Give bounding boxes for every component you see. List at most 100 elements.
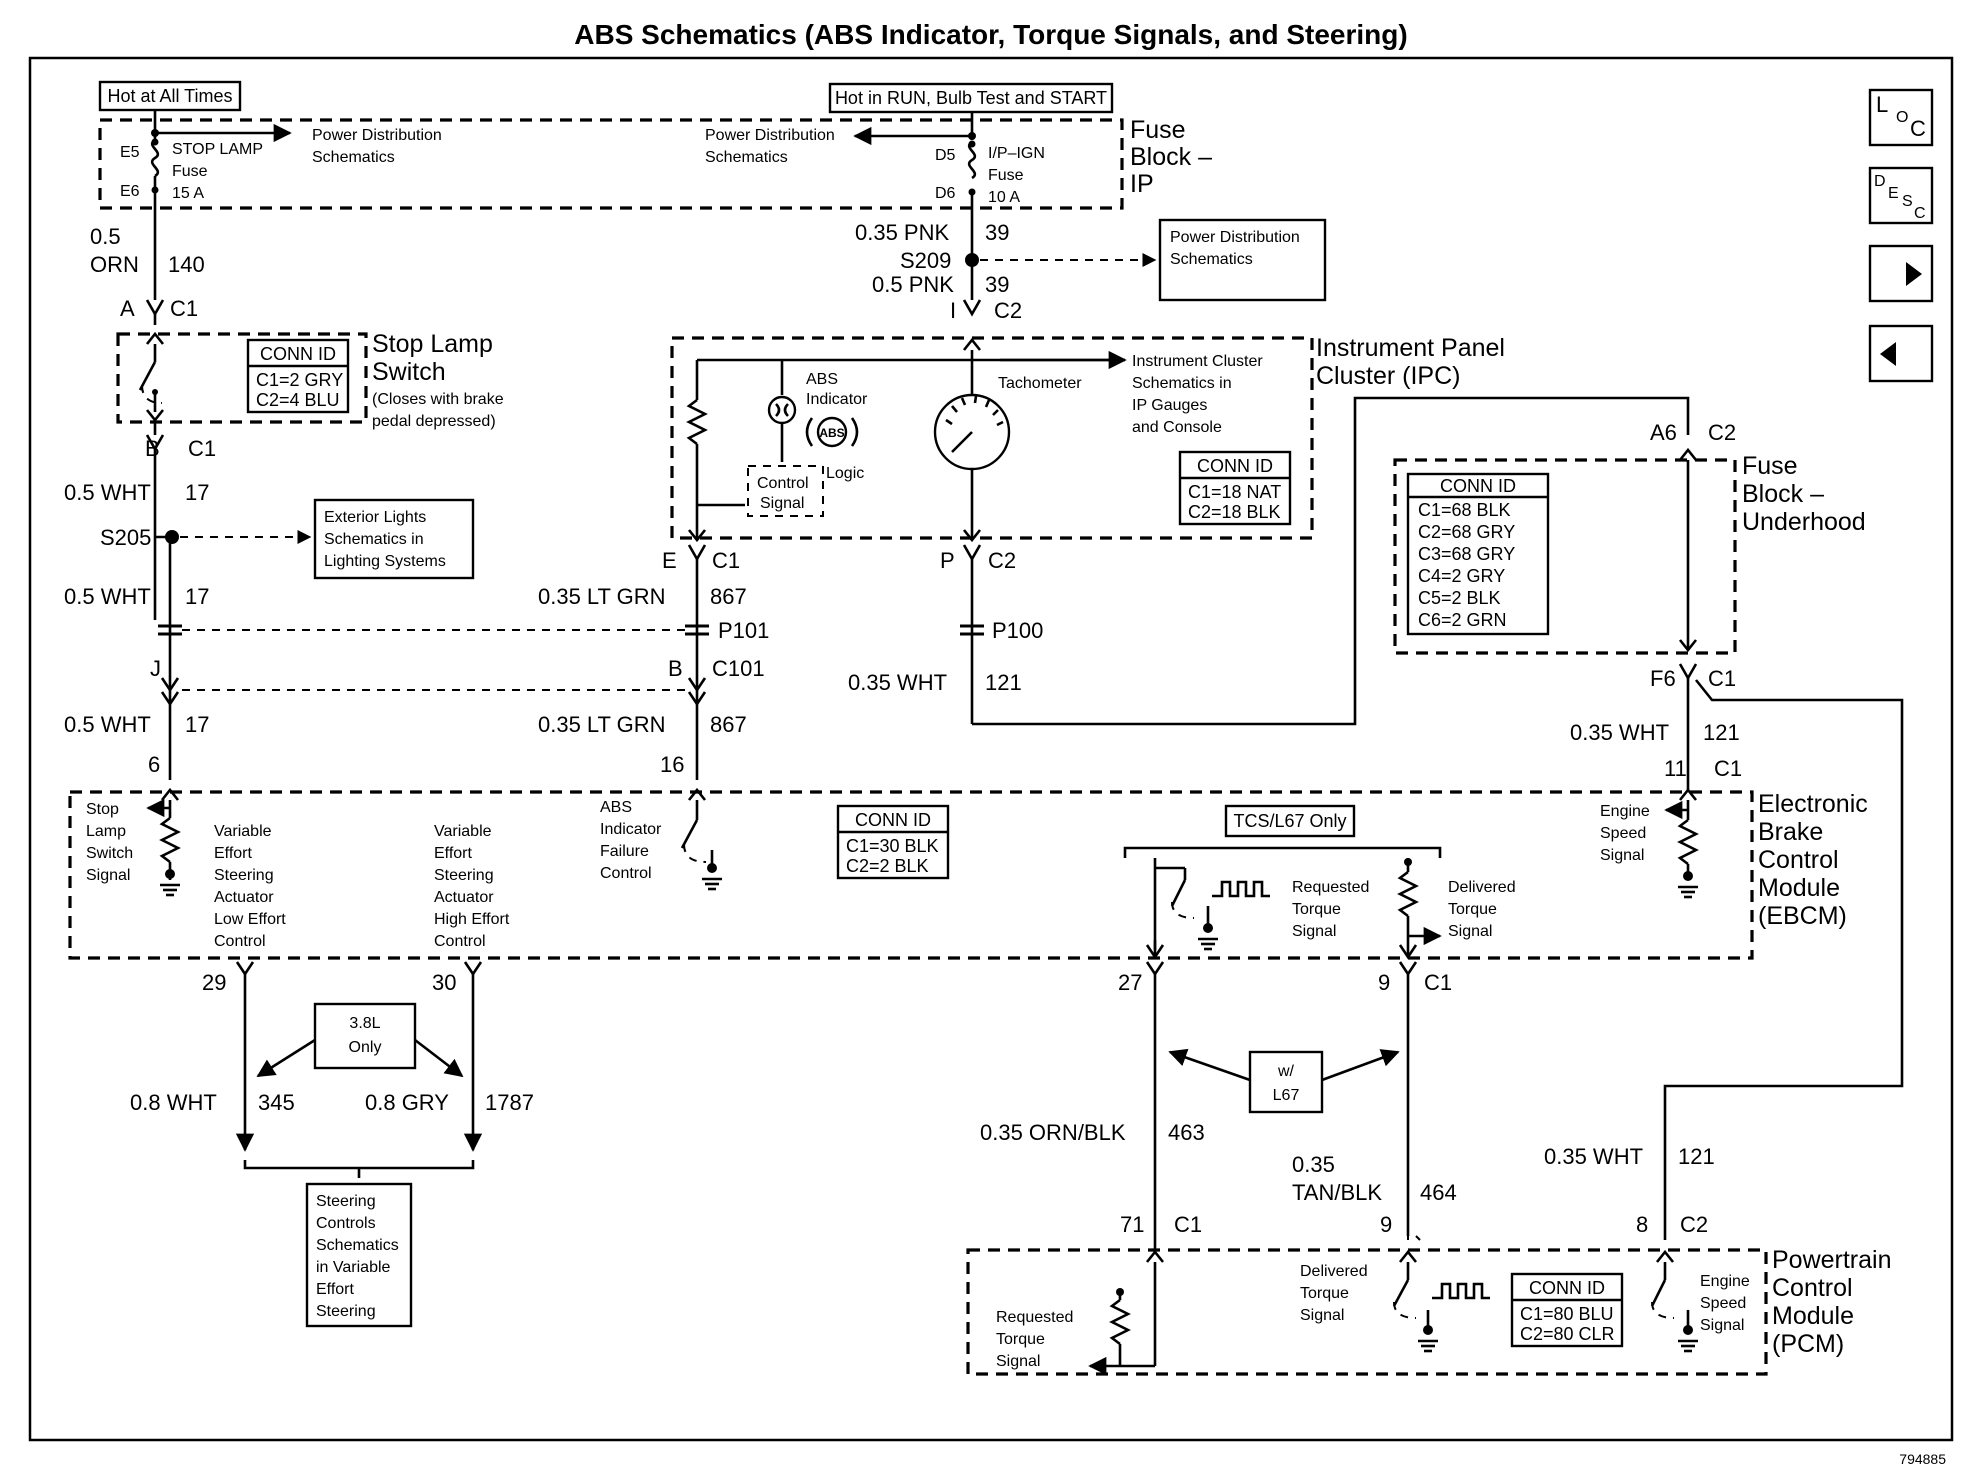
ground-icon [1418,1325,1438,1353]
svg-text:(Closes with brake: (Closes with brake [372,391,504,408]
svg-text:39: 39 [985,272,1009,297]
svg-text:ABS: ABS [819,426,844,440]
svg-text:C2: C2 [994,298,1022,323]
hot-at-all-times-label: Hot at All Times [107,86,232,106]
svg-text:Delivered: Delivered [1300,1263,1368,1280]
ground-icon [702,863,722,891]
svg-text:0.5 PNK: 0.5 PNK [872,272,954,297]
previous-arrow-icon[interactable] [1868,324,1934,383]
ground-icon [160,869,180,897]
svg-text:C101: C101 [712,656,765,681]
steering-controls-box[interactable] [305,1182,413,1328]
svg-text:16: 16 [660,752,684,777]
svg-text:Speed: Speed [1700,1295,1746,1312]
location-icon[interactable]: L O C [1868,88,1934,147]
svg-text:0.35 LT GRN: 0.35 LT GRN [538,584,666,609]
power-distribution-box[interactable]: Power Distribution Schematics [1158,218,1327,302]
svg-text:Schematics in: Schematics in [324,531,424,548]
svg-text:29: 29 [202,970,226,995]
svg-text:Variable: Variable [214,823,272,840]
svg-text:3.8L: 3.8L [349,1015,380,1032]
svg-text:C2=18 BLK: C2=18 BLK [1188,502,1281,522]
svg-text:0.5: 0.5 [90,224,121,249]
svg-text:Signal: Signal [1300,1307,1344,1324]
svg-text:10 A: 10 A [988,189,1020,206]
svg-text:C1=2 GRY: C1=2 GRY [256,370,343,390]
svg-text:0.5 WHT: 0.5 WHT [64,712,151,737]
svg-text:Fuse: Fuse [1742,452,1798,480]
svg-text:C2: C2 [1708,420,1736,445]
svg-text:0.35: 0.35 [1292,1152,1335,1177]
svg-text:CONN ID: CONN ID [1197,456,1273,476]
svg-text:C1=30 BLK: C1=30 BLK [846,836,939,856]
svg-text:IP: IP [1130,170,1154,198]
stop-lamp-fuse-icon [150,138,160,178]
svg-text:F6: F6 [1650,666,1676,691]
svg-text:C1: C1 [1174,1212,1202,1237]
description-icon[interactable]: D E S C [1868,166,1934,225]
stop-lamp-switch: CONN ID C1=2 GRY C2=4 BLU Stop Lamp Swit… [116,330,504,430]
svg-text:(EBCM): (EBCM) [1758,902,1847,930]
svg-text:Engine: Engine [1700,1273,1750,1290]
svg-text:Engine: Engine [1600,803,1650,820]
svg-text:Signal: Signal [760,495,804,512]
svg-text:867: 867 [710,712,747,737]
svg-text:S209: S209 [900,248,951,273]
svg-text:E6: E6 [120,183,140,200]
fuse-block-underhood: A6 C2 Fuse Block – Underhood CONN ID C1=… [1393,420,1866,655]
svg-text:I: I [950,298,956,323]
svg-text:Control: Control [600,865,652,882]
svg-text:Lighting Systems: Lighting Systems [324,553,446,570]
svg-text:C1=80 BLU: C1=80 BLU [1520,1304,1614,1324]
svg-text:ABS: ABS [600,799,632,816]
svg-text:0.35 WHT: 0.35 WHT [1570,720,1669,745]
svg-text:pedal depressed): pedal depressed) [372,413,496,430]
hot-in-run-label: Hot in RUN, Bulb Test and START [835,88,1107,108]
svg-text:ORN: ORN [90,252,139,277]
svg-text:Schematics: Schematics [705,149,788,166]
svg-text:Control: Control [434,933,486,950]
svg-text:C3=68 GRY: C3=68 GRY [1418,544,1515,564]
instrument-panel-cluster: Instrument Panel Cluster (IPC) ABS Indic… [670,334,1505,543]
svg-text:463: 463 [1168,1120,1205,1145]
svg-text:C1: C1 [1424,970,1452,995]
svg-text:8: 8 [1636,1212,1648,1237]
svg-text:CONN ID: CONN ID [1529,1278,1605,1298]
svg-text:Failure: Failure [600,843,649,860]
svg-text:Tachometer: Tachometer [998,375,1082,392]
svg-text:Signal: Signal [1700,1317,1744,1334]
svg-text:A: A [120,296,135,321]
next-arrow-icon[interactable] [1868,244,1934,303]
svg-text:Effort: Effort [214,845,253,862]
svg-text:121: 121 [1703,720,1740,745]
svg-text:0.8 WHT: 0.8 WHT [130,1090,217,1115]
svg-text:17: 17 [185,480,209,505]
svg-text:17: 17 [185,584,209,609]
svg-text:S205: S205 [100,525,151,550]
svg-text:Switch: Switch [372,358,446,386]
svg-text:71: 71 [1120,1212,1144,1237]
svg-text:Stop Lamp: Stop Lamp [372,330,493,358]
svg-text:C6=2 GRN: C6=2 GRN [1418,610,1507,630]
svg-text:Fuse: Fuse [1130,116,1186,144]
exterior-lights-box[interactable]: Exterior Lights Schematics in Lighting S… [313,498,475,580]
svg-text:D6: D6 [935,185,956,202]
svg-text:0.5 WHT: 0.5 WHT [64,480,151,505]
svg-text:Requested: Requested [996,1309,1073,1326]
svg-text:Block –: Block – [1742,480,1824,508]
svg-text:Logic: Logic [826,465,864,482]
svg-text:Torque: Torque [1448,901,1497,918]
svg-text:Electronic: Electronic [1758,790,1868,818]
svg-text:Instrument Panel: Instrument Panel [1316,334,1505,362]
svg-text:E: E [1888,185,1899,202]
svg-text:L: L [1876,92,1888,117]
svg-text:in Variable: in Variable [316,1259,391,1276]
svg-text:15 A: 15 A [172,185,204,202]
svg-text:A6: A6 [1650,420,1677,445]
svg-text:Schematics in: Schematics in [1132,375,1232,392]
svg-text:Module: Module [1772,1302,1854,1330]
svg-text:J: J [150,656,161,681]
svg-text:C2=2 BLK: C2=2 BLK [846,856,929,876]
abs-indicator-bulb-icon [767,395,797,425]
